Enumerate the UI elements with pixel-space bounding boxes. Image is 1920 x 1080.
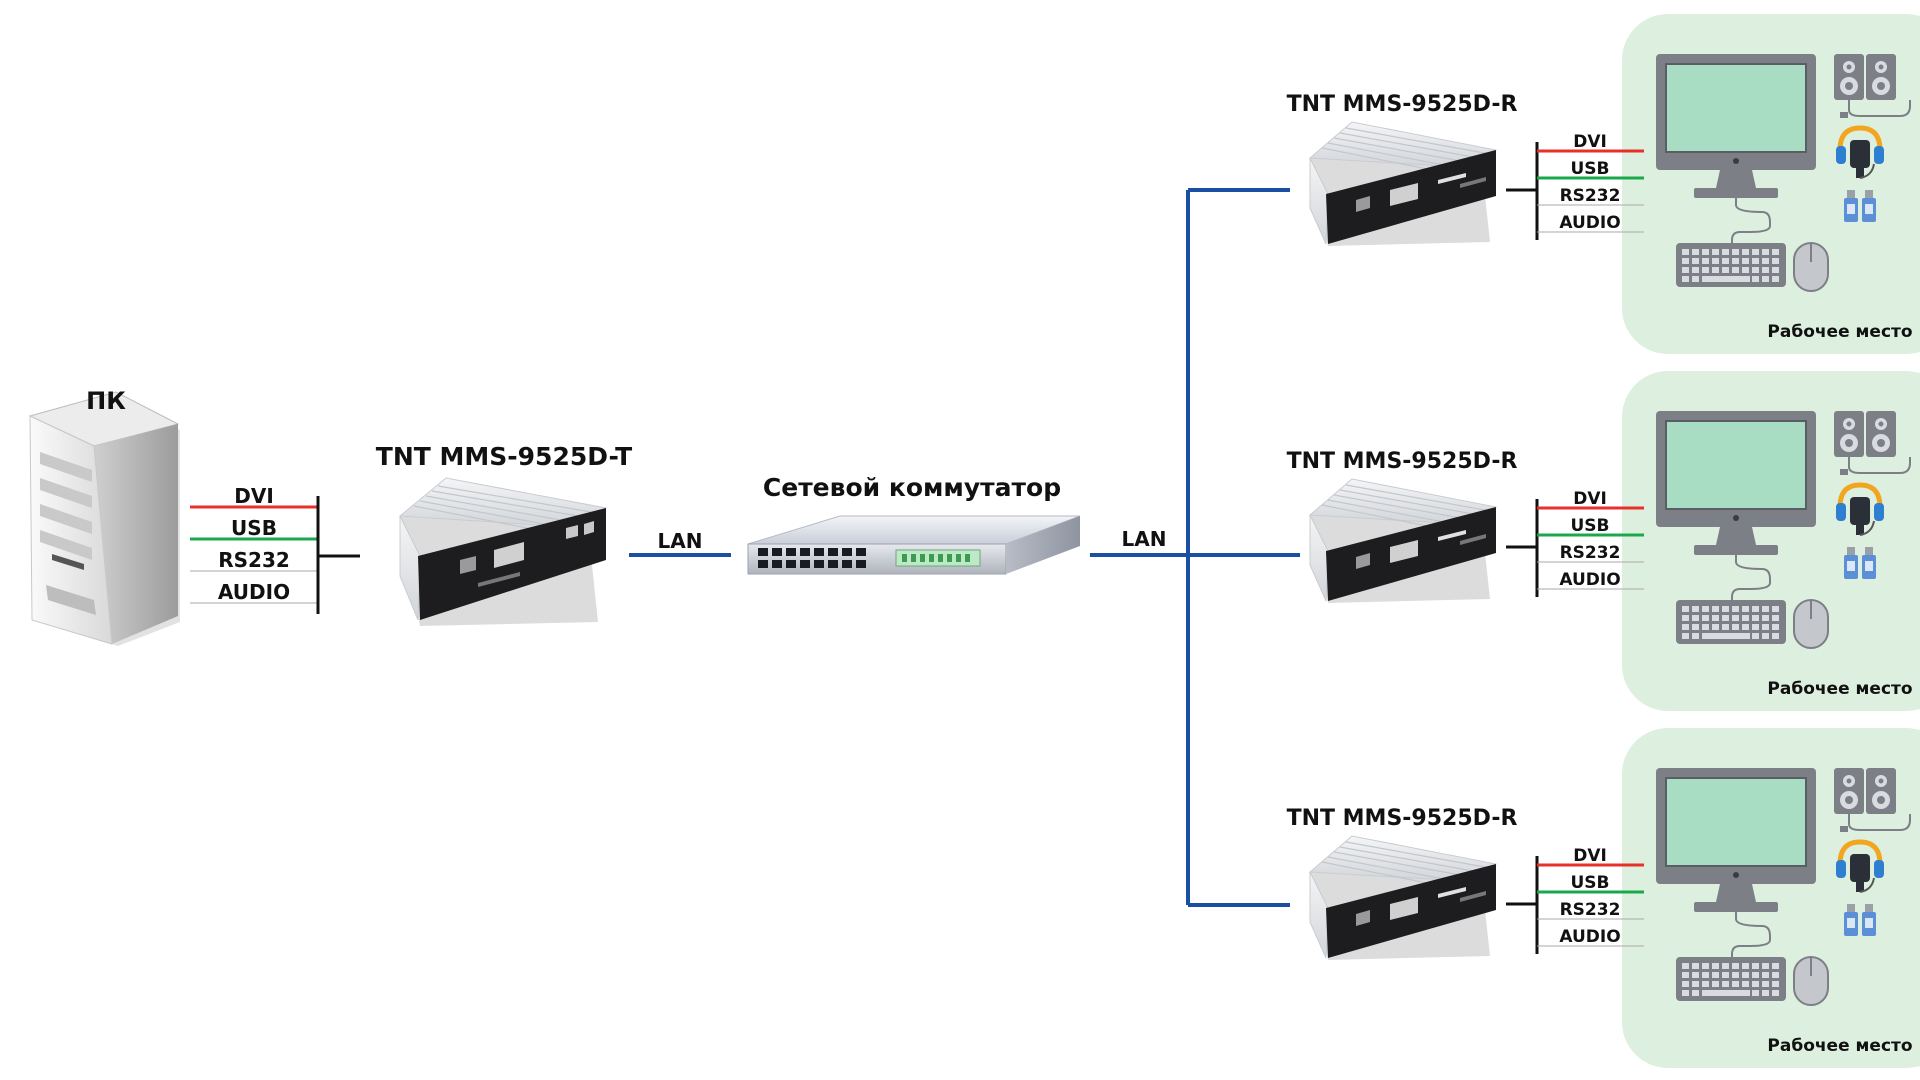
mouse-icon [1793,956,1829,1006]
pc-signal-bundle: DVI USB RS232 AUDIO [190,484,360,614]
speakers-icon [1834,54,1911,118]
receiver-1-signal-usb: USB [1570,159,1609,179]
receiver-device-1 [1308,121,1498,246]
pc-signal-dvi: DVI [234,484,274,508]
receiver-2-signal-dvi: DVI [1573,489,1607,509]
receiver-title-3: TNT MMS-9525D-R [1287,806,1518,831]
lan-label-right: LAN [1122,527,1167,551]
receiver-title-2: TNT MMS-9525D-R [1287,449,1518,474]
keyboard-icon [1676,243,1786,287]
headset-icon [1836,482,1884,536]
headset-icon [1836,125,1884,179]
headset-icon [1836,839,1884,893]
workplace-label-3: Рабочее место [1767,1036,1912,1056]
receiver-1-signal-rs232: RS232 [1560,186,1621,206]
switch-title: Сетевой коммутатор [763,473,1061,502]
receiver-title-1: TNT MMS-9525D-R [1287,92,1518,117]
monitor-icon [1656,411,1816,603]
pc-signal-audio: AUDIO [218,580,290,604]
transmitter-title: TNT MMS-9525D-T [376,442,632,471]
usb-drives-icon [1844,190,1876,222]
receiver-3-signal-rs232: RS232 [1560,900,1621,920]
switch-ports [758,548,866,568]
pc-signal-rs232: RS232 [218,548,290,572]
monitor-icon [1656,54,1816,246]
workplace-label-2: Рабочее место [1767,679,1912,699]
receiver-2-signal-rs232: RS232 [1560,543,1621,563]
receiver-3-signal-dvi: DVI [1573,846,1607,866]
transmitter-device [398,477,608,626]
speakers-icon [1834,768,1911,832]
workplace-label-1: Рабочее место [1767,322,1912,342]
monitor-icon [1656,768,1816,960]
receiver-2-signal-usb: USB [1570,516,1609,536]
receiver-2-signal-audio: AUDIO [1559,570,1620,590]
mouse-icon [1793,599,1829,649]
pc-signal-usb: USB [231,516,277,540]
extender-box-icon [398,477,608,626]
receiver-3-signal-audio: AUDIO [1559,927,1620,947]
receiver-device-2 [1308,478,1498,603]
network-switch-icon [747,515,1081,575]
usb-drives-icon [1844,904,1876,936]
pc-title: ПК [86,387,126,415]
receiver-1-signal-dvi: DVI [1573,132,1607,152]
receiver-device-3 [1308,835,1498,960]
receiver-1-signal-audio: AUDIO [1559,213,1620,233]
keyboard-icon [1676,600,1786,644]
mouse-icon [1793,242,1829,292]
lan-label-left: LAN [658,529,703,553]
speakers-icon [1834,411,1911,475]
keyboard-icon [1676,957,1786,1001]
pc-tower-icon [28,391,180,646]
receiver-3-signal-usb: USB [1570,873,1609,893]
lan-distribution [1090,188,1300,907]
usb-drives-icon [1844,547,1876,579]
